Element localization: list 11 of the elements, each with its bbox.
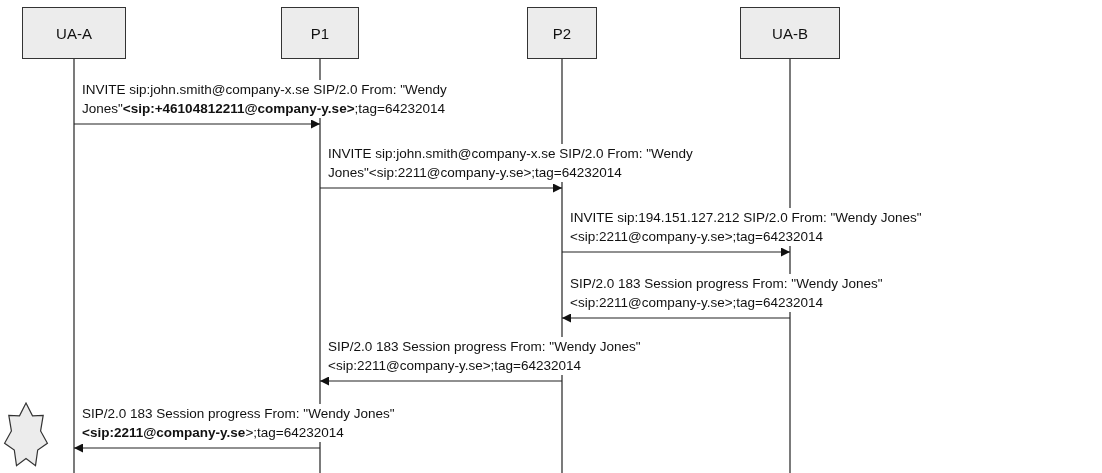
- participant-box: UA-A: [22, 7, 126, 59]
- message-arrow: [561, 247, 791, 257]
- message-arrow: [319, 376, 563, 386]
- participant-box: P1: [281, 7, 359, 59]
- message-arrow: [561, 313, 791, 323]
- message-arrow: [73, 119, 321, 129]
- participant-box: UA-B: [740, 7, 840, 59]
- alert-star: [3, 401, 49, 467]
- participant-box: P2: [527, 7, 597, 59]
- message-arrow: [319, 183, 563, 193]
- message-arrow: [73, 443, 321, 453]
